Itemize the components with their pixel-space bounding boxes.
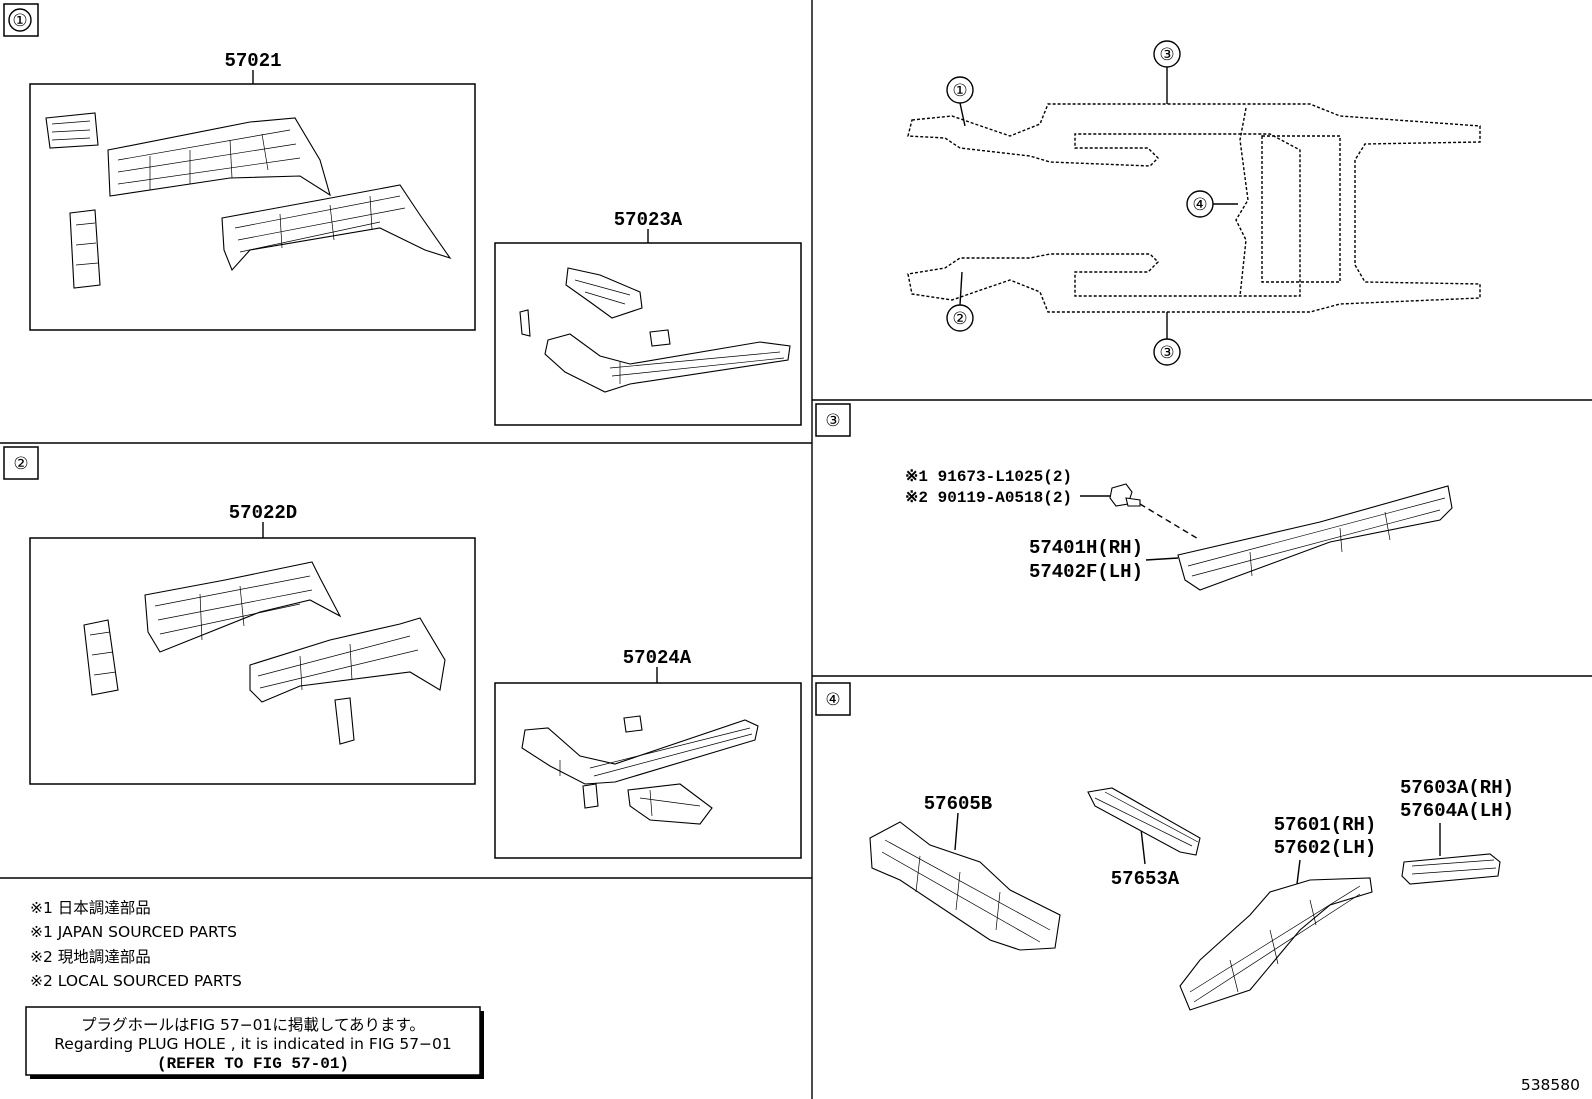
- legend-line-4: ※2 LOCAL SOURCED PARTS: [30, 972, 242, 990]
- section-4-tag: ④: [815, 682, 851, 716]
- rear-floor-side-member-rear-sketch: [1179, 877, 1373, 1011]
- overview-callout-3-bottom: ③: [1159, 343, 1174, 362]
- overview-callout-1: ①: [952, 81, 967, 100]
- legend-line-1: ※1 日本調達部品: [30, 899, 151, 917]
- notice-en: Regarding PLUG HOLE , it is indicated in…: [54, 1035, 452, 1053]
- part-number-57024A: 57024A: [623, 647, 692, 669]
- part-number-57021: 57021: [224, 50, 281, 72]
- part-box-57023A: [494, 242, 802, 426]
- bolt-note-2: ※2 90119-A0518(2): [905, 489, 1072, 507]
- front-side-member-lh-sketch: [83, 561, 446, 745]
- overview-callout-2: ②: [952, 309, 967, 328]
- part-number-57653A: 57653A: [1111, 868, 1180, 890]
- section-3-group: ※1 91673-L1025(2) ※2 90119-A0518(2) 5740…: [905, 468, 1453, 591]
- bracket-sketch: [1401, 853, 1501, 885]
- part-number-57401H-RH: 57401H(RH): [1029, 537, 1143, 559]
- part-number-57601-RH: 57601(RH): [1274, 814, 1377, 836]
- rocker-inner-sketch: [521, 715, 759, 825]
- bolt-note-1: ※1 91673-L1025(2): [905, 468, 1072, 486]
- section-2-tag: ②: [3, 446, 39, 480]
- section-2-label: ②: [13, 454, 28, 473]
- section-1-label: ①: [12, 11, 27, 30]
- rocker-outer-sketch: [519, 267, 791, 393]
- section-2-group: 57022D 57024A: [29, 502, 802, 859]
- legend: ※1 日本調達部品 ※1 JAPAN SOURCED PARTS ※2 現地調達…: [30, 899, 242, 990]
- underbody-overview: ① ② ③ ③ ④: [907, 40, 1481, 366]
- part-number-57603A-RH: 57603A(RH): [1400, 777, 1514, 799]
- figure-id: 538580: [1521, 1076, 1580, 1094]
- section-4-label: ④: [825, 690, 840, 709]
- section-3-label: ③: [825, 411, 840, 430]
- crossmember-sketch: [1087, 787, 1201, 856]
- part-number-57605B: 57605B: [924, 793, 992, 815]
- rear-floor-side-member-sketch: [869, 821, 1061, 951]
- overview-callout-3-top: ③: [1159, 45, 1174, 64]
- section-1-tag: ①: [3, 3, 39, 37]
- section-3-tag: ③: [815, 403, 851, 437]
- part-number-57022D: 57022D: [229, 502, 297, 524]
- section-1-group: 57021 57023A: [29, 50, 802, 426]
- bolt-sketch: [1109, 483, 1201, 541]
- notice-jp: プラグホールはFIG 57−01に掲載してあります。: [81, 1016, 425, 1034]
- notice-ref: (REFER TO FIG 57-01): [157, 1055, 349, 1073]
- front-side-member-rh-sketch: [45, 112, 452, 289]
- part-number-57602-LH: 57602(LH): [1274, 837, 1377, 859]
- plug-hole-notice: プラグホールはFIG 57−01に掲載してあります。 Regarding PLU…: [25, 1006, 484, 1079]
- legend-line-2: ※1 JAPAN SOURCED PARTS: [30, 923, 237, 941]
- rocker-reinforcement-sketch: [1177, 485, 1453, 591]
- part-number-57402F-LH: 57402F(LH): [1029, 561, 1143, 583]
- overview-callout-4: ④: [1192, 195, 1207, 214]
- section-4-group: 57605B 57653A 57601(RH) 57602(LH) 57603A…: [869, 777, 1514, 1011]
- part-number-57604A-LH: 57604A(LH): [1400, 800, 1514, 822]
- part-number-57023A: 57023A: [614, 209, 683, 231]
- legend-line-3: ※2 現地調達部品: [30, 948, 151, 966]
